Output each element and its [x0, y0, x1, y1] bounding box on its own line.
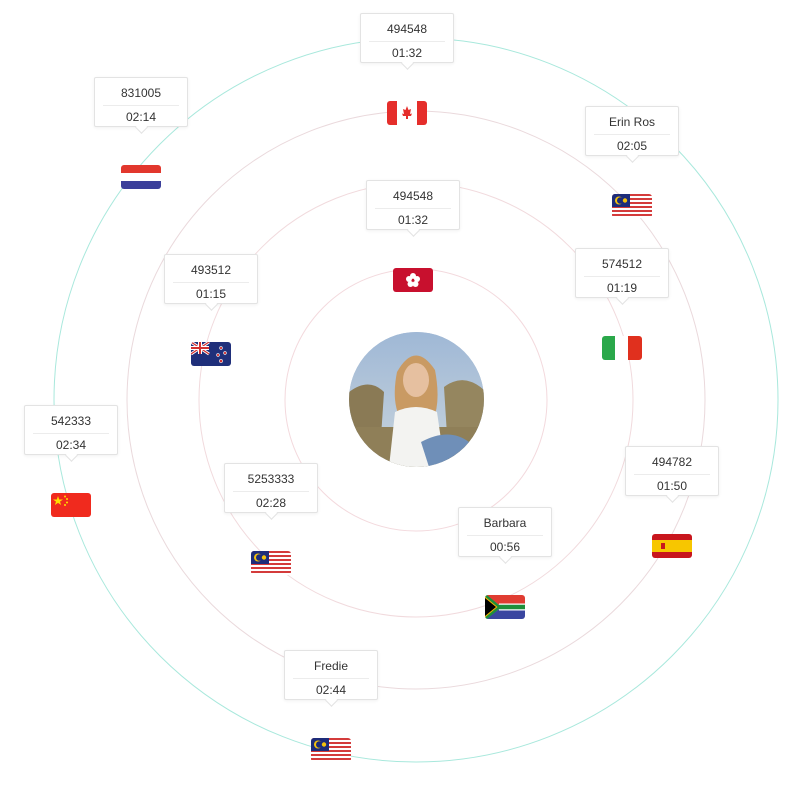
- italy-flag-icon: [602, 336, 642, 360]
- contact-name: 574512: [601, 257, 643, 271]
- contact-card[interactable]: 574512 01:19: [575, 248, 669, 298]
- card-divider: [103, 105, 179, 106]
- center-avatar[interactable]: [349, 332, 484, 467]
- contact-name: 5253333: [247, 472, 295, 486]
- malaysia-flag-icon: [612, 194, 652, 218]
- card-divider: [594, 134, 670, 135]
- contact-duration: 02:44: [315, 683, 347, 697]
- contact-duration: 02:34: [55, 438, 87, 452]
- contact-duration: 02:14: [125, 110, 157, 124]
- contact-name: Barbara: [483, 516, 527, 530]
- canada-flag-icon: [387, 101, 427, 125]
- card-divider: [375, 208, 451, 209]
- contact-duration: 00:56: [489, 540, 521, 554]
- card-divider: [467, 535, 543, 536]
- spain-flag-icon: [652, 534, 692, 558]
- contact-card[interactable]: 494548 01:32: [360, 13, 454, 63]
- contact-card[interactable]: Barbara 00:56: [458, 507, 552, 557]
- contact-duration: 01:15: [195, 287, 227, 301]
- card-divider: [173, 282, 249, 283]
- contact-name: 494548: [392, 189, 434, 203]
- contact-duration: 01:32: [391, 46, 423, 60]
- contact-card[interactable]: Erin Ros 02:05: [585, 106, 679, 156]
- card-divider: [584, 276, 660, 277]
- contact-duration: 01:50: [656, 479, 688, 493]
- person-photo: [349, 332, 484, 467]
- malaysia-flag-icon: [251, 551, 291, 575]
- contact-duration: 02:05: [616, 139, 648, 153]
- contact-card[interactable]: Fredie 02:44: [284, 650, 378, 700]
- contact-name: 494782: [651, 455, 693, 469]
- card-divider: [233, 491, 309, 492]
- contact-name: 493512: [190, 263, 232, 277]
- contact-card[interactable]: 494548 01:32: [366, 180, 460, 230]
- contact-card[interactable]: 494782 01:50: [625, 446, 719, 496]
- netherlands-flag-icon: [121, 165, 161, 189]
- contact-name: 494548: [386, 22, 428, 36]
- card-divider: [293, 678, 369, 679]
- card-divider: [634, 474, 710, 475]
- card-divider: [369, 41, 445, 42]
- new-zealand-flag-icon: [191, 342, 231, 366]
- contact-duration: 01:32: [397, 213, 429, 227]
- malaysia-flag-icon: [311, 738, 351, 762]
- contact-name: Erin Ros: [608, 115, 655, 129]
- contact-name: 831005: [120, 86, 162, 100]
- contact-card[interactable]: 493512 01:15: [164, 254, 258, 304]
- contact-name: 542333: [50, 414, 92, 428]
- contact-card[interactable]: 831005 02:14: [94, 77, 188, 127]
- card-divider: [33, 433, 109, 434]
- contact-name: Fredie: [313, 659, 348, 673]
- contact-card[interactable]: 5253333 02:28: [224, 463, 318, 513]
- china-flag-icon: [51, 493, 91, 517]
- south-africa-flag-icon: [485, 595, 525, 619]
- contact-duration: 02:28: [255, 496, 287, 510]
- hong-kong-flag-icon: [393, 268, 433, 292]
- contact-card[interactable]: 542333 02:34: [24, 405, 118, 455]
- contact-duration: 01:19: [606, 281, 638, 295]
